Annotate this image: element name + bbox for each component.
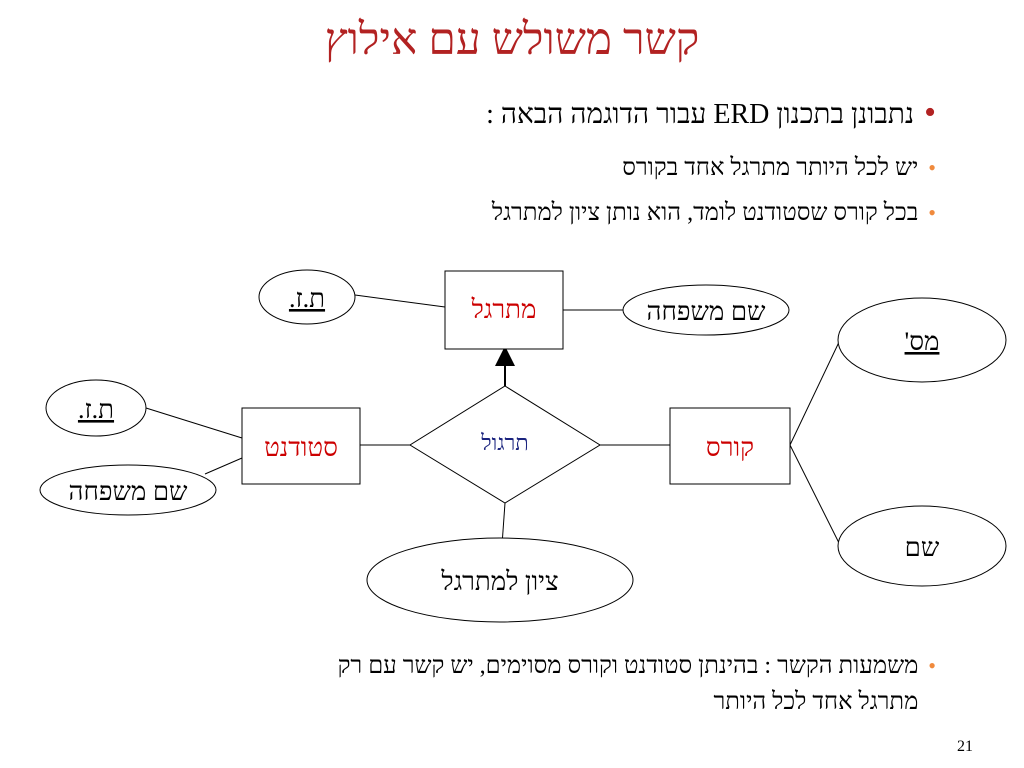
entity-tutor-label: מתרגל [471, 295, 537, 324]
attr-course-number-label: מס' [905, 327, 940, 356]
entity-student [241, 407, 361, 485]
attr-student-id [45, 379, 147, 437]
sub-bullet-2: • בכל קורס שסטודנט לומד, הוא נותן ציון ל… [492, 200, 936, 227]
attr-tutor-id-label: ת.ז. [289, 284, 325, 313]
attr-grade-for-tutor-label: ציון למתרגל [440, 567, 558, 596]
sub-bullet-text: יש לכל היותר מתרגל אחד בקורס [622, 155, 919, 181]
line-tutor-id [354, 294, 446, 308]
bullet-dot: • [928, 653, 936, 678]
main-bullet-text: נתבונן בתכנון ERD עבור הדוגמה הבאה : [486, 99, 915, 130]
attr-tutor-lastname-label: שם משפחה [647, 297, 767, 326]
attr-course-number [837, 297, 1007, 383]
bullet-dot: • [928, 200, 936, 225]
entity-tutor [444, 270, 564, 350]
entity-student-label: סטודנט [264, 433, 338, 462]
line-course-name [789, 444, 841, 546]
line-student-id [145, 407, 243, 439]
bottom-bullet-line2: מתרגל אחד לכל היותר [713, 689, 919, 715]
line-course-number [789, 339, 841, 446]
sub-bullet-text: בכל קורס שסטודנט לומד, הוא נותן ציון למת… [491, 200, 919, 226]
attr-tutor-id [258, 269, 356, 325]
attr-tutor-lastname [622, 284, 790, 336]
bullet-dot: • [928, 155, 936, 180]
attr-student-lastname [39, 464, 217, 516]
attr-grade-for-tutor [366, 537, 634, 623]
relationship-tutoring [409, 385, 601, 504]
attr-course-name-label: שם [905, 533, 940, 562]
bottom-bullet-line1: משמעות הקשר : בהינתן סטודנט וקורס מסוימי… [337, 653, 919, 679]
attr-student-lastname-label: שם משפחה [69, 477, 189, 506]
slide-title: קשר משולש עם אילוץ [324, 15, 700, 64]
relationship-tutoring-label: תרגול [480, 430, 528, 455]
line-student-lastname [204, 457, 243, 475]
bullet-dot: • [924, 94, 936, 131]
attr-student-id-label: ת.ז. [78, 395, 114, 424]
attr-course-name [837, 505, 1007, 587]
bottom-bullet: • משמעות הקשר : בהינתן סטודנט וקורס מסוי… [96, 648, 936, 720]
entity-course [669, 407, 791, 485]
page-number: 21 [957, 738, 973, 755]
entity-course-label: קורס [706, 433, 754, 462]
sub-bullet-1: • יש לכל היותר מתרגל אחד בקורס [622, 155, 936, 182]
main-bullet: • נתבונן בתכנון ERD עבור הדוגמה הבאה : [486, 96, 936, 131]
